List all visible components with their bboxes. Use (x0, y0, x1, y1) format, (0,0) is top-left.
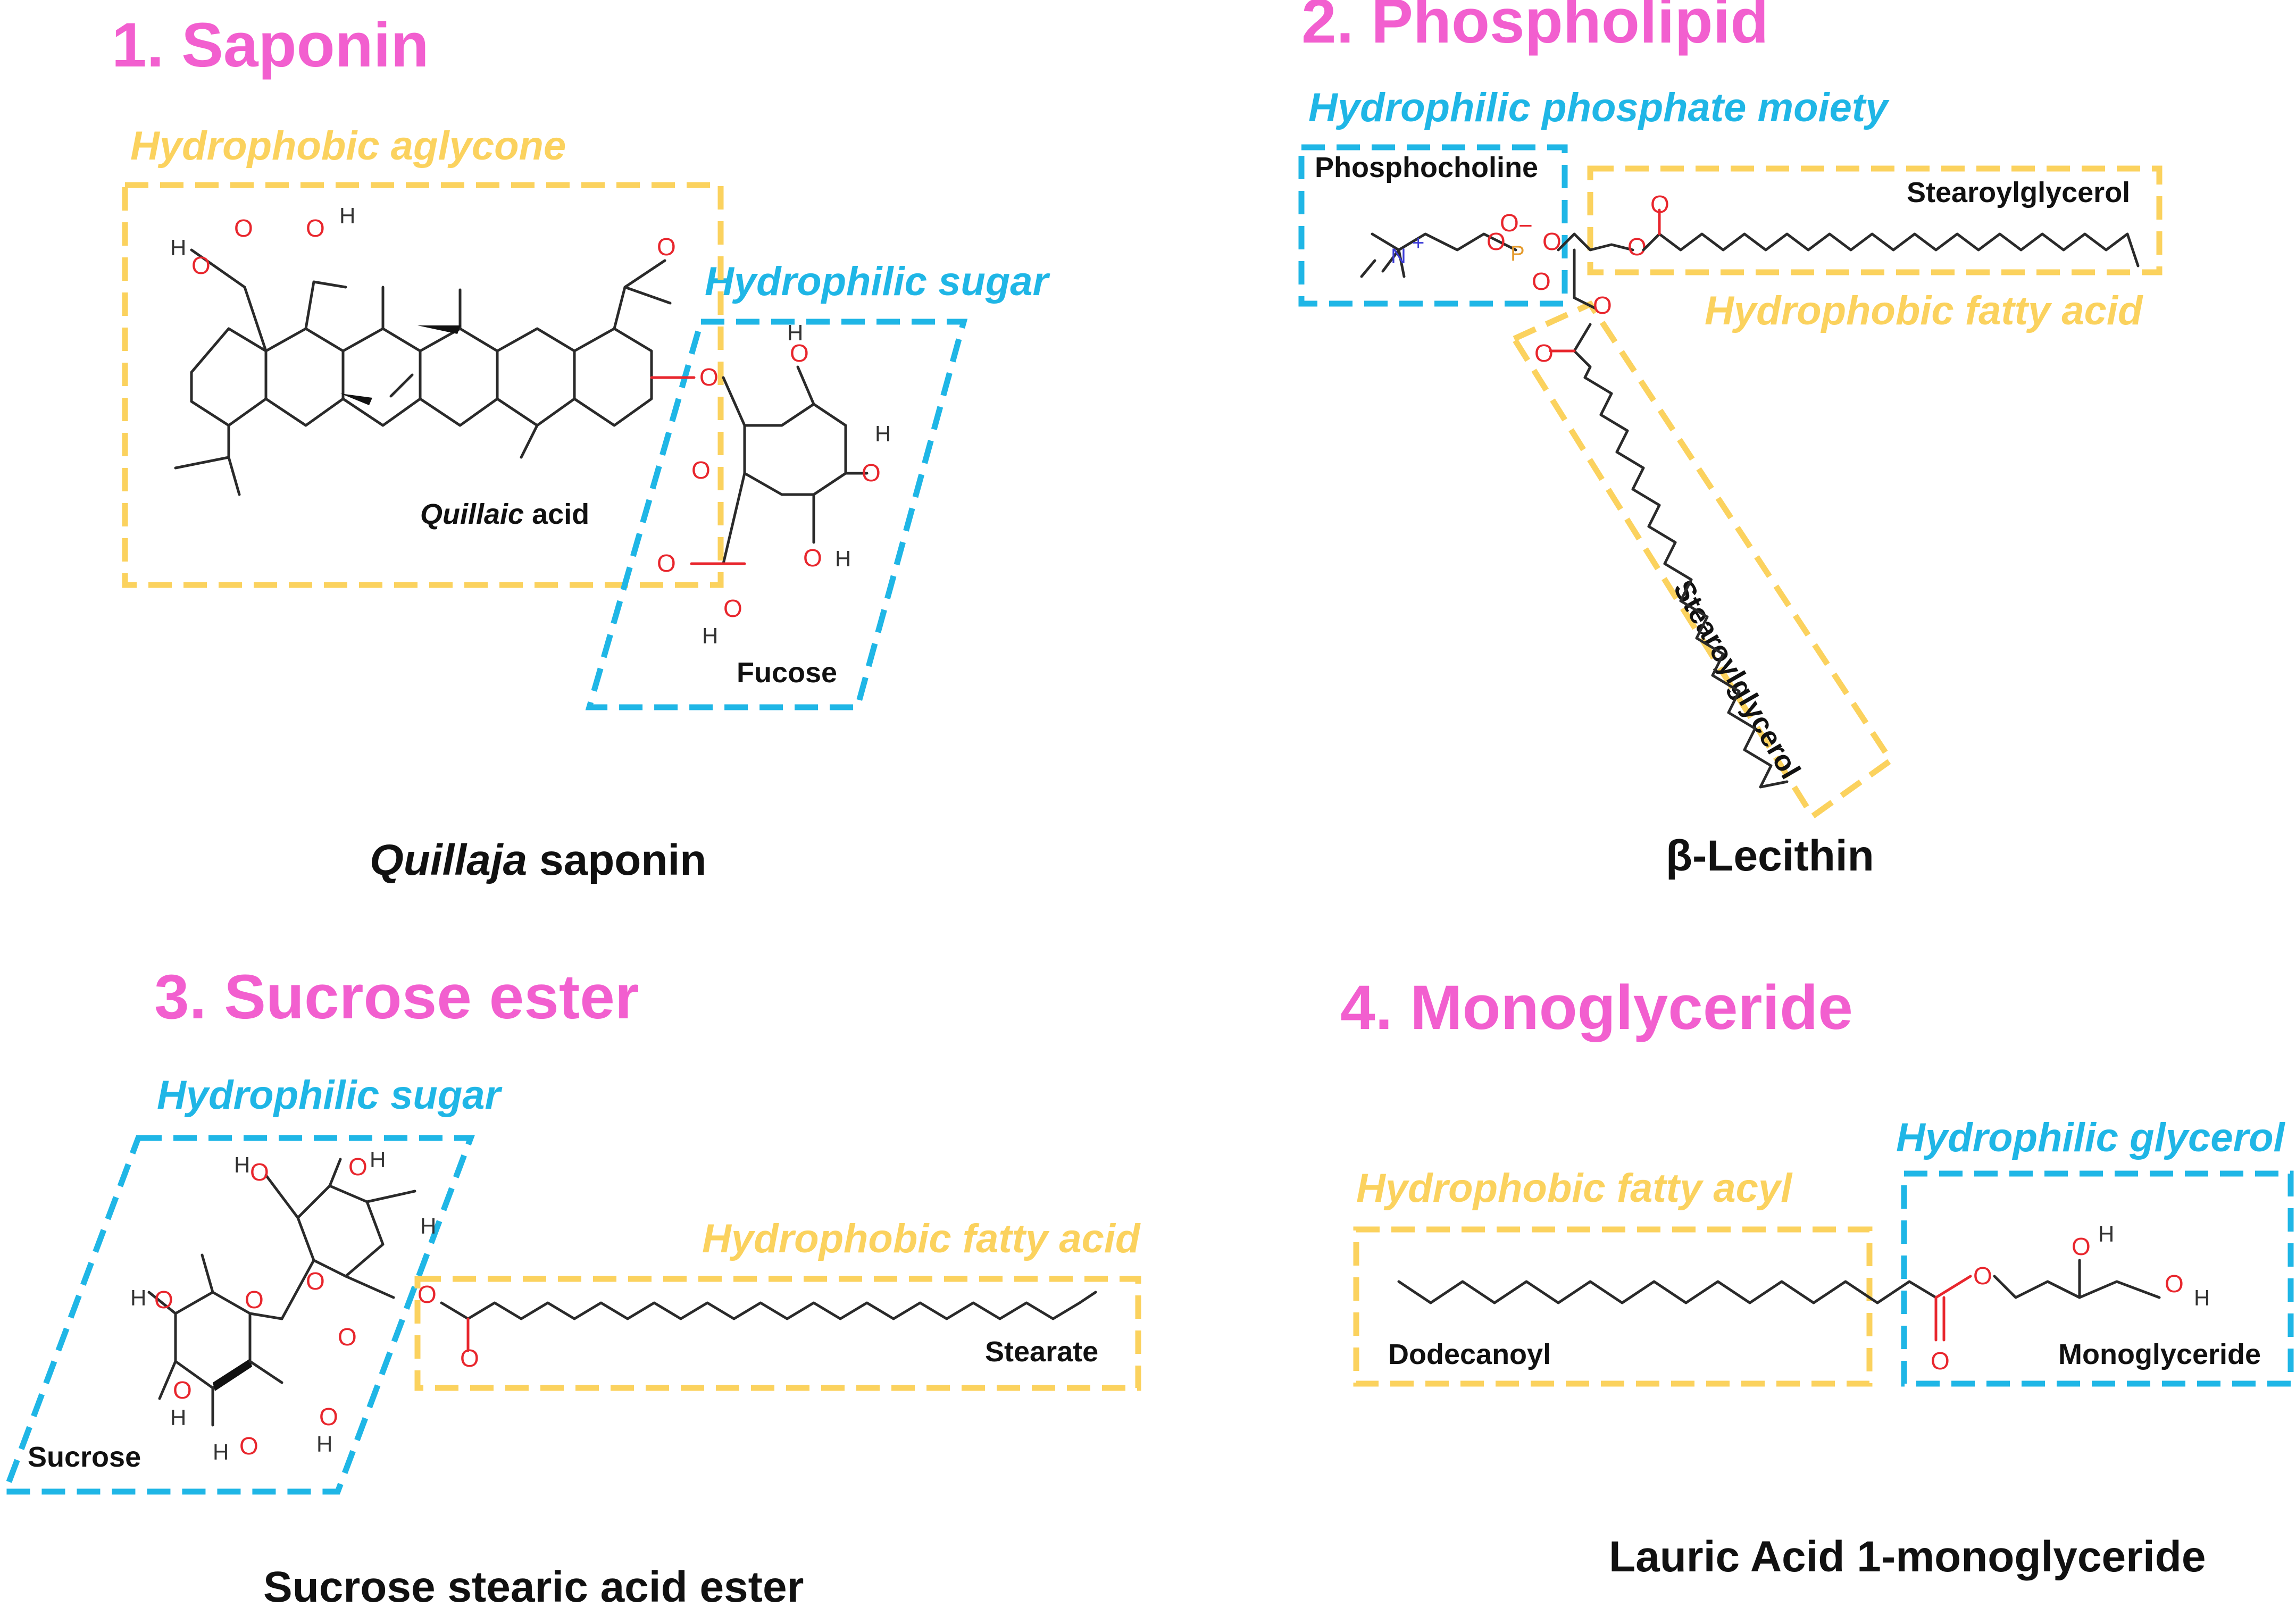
saponin-sugar-name: Fucose (737, 657, 837, 689)
monoglyceride-heading: 4. Monoglyceride (1340, 973, 1853, 1043)
phospholipid-chain1-box (1587, 165, 2163, 275)
svg-text:O: O (790, 339, 809, 367)
monoglyceride-hydrophilic-label: Hydrophilic glycerol (1896, 1115, 2285, 1160)
svg-text:O: O (699, 363, 719, 391)
monoglyceride-head-name: Monoglyceride (2058, 1338, 2261, 1370)
svg-text:H: H (835, 546, 851, 571)
fucose-structure: O O O H O H O H O O H (657, 320, 891, 648)
svg-text:H: H (213, 1439, 229, 1464)
svg-text:O: O (154, 1286, 173, 1313)
phospholipid-hydrophilic-label: Hydrophilic phosphate moiety (1308, 85, 1890, 130)
svg-text:O: O (460, 1344, 479, 1372)
sucrose-ester-chain-name: Stearate (985, 1336, 1098, 1368)
saponin-heading: 1. Saponin (112, 10, 429, 80)
sucrose-ester-hydrophilic-label: Hydrophilic sugar (157, 1073, 503, 1118)
svg-text:O: O (1973, 1262, 1992, 1290)
svg-text:O: O (657, 549, 676, 577)
svg-text:H: H (170, 1405, 186, 1430)
svg-text:H: H (316, 1432, 332, 1457)
monoglyceride-chain-box (1353, 1226, 1873, 1387)
sucrose-structure: O H O H H O O O O H O H O H O H (130, 1147, 436, 1464)
svg-text:O: O (1534, 339, 1554, 367)
svg-text:O: O (1931, 1347, 1950, 1375)
svg-text:H: H (2098, 1221, 2114, 1246)
svg-text:+: + (1412, 231, 1424, 255)
svg-text:O: O (1500, 209, 1519, 237)
svg-text:O: O (2072, 1233, 2091, 1260)
monoglyceride-chain-name: Dodecanoyl (1388, 1338, 1551, 1370)
svg-text:H: H (234, 1152, 250, 1177)
svg-text:H: H (2194, 1285, 2210, 1310)
svg-text:N: N (1391, 245, 1406, 268)
panel-monoglyceride: 4. Monoglyceride Hydrophobic fatty acyl … (1340, 973, 2294, 1581)
svg-text:O: O (1487, 228, 1506, 255)
svg-text:O: O (657, 233, 676, 261)
sucrose-ester-sugar-box (1, 1135, 475, 1495)
svg-text:H: H (702, 623, 718, 648)
svg-text:O: O (191, 252, 211, 279)
svg-text:O: O (2165, 1270, 2184, 1298)
svg-text:H: H (130, 1285, 146, 1310)
svg-text:O: O (338, 1323, 357, 1351)
svg-text:O: O (306, 214, 325, 242)
sucrose-ester-heading: 3. Sucrose ester (154, 962, 639, 1032)
svg-text:P: P (1510, 242, 1525, 265)
saponin-aglycone-name: Quillaic acid (420, 498, 589, 530)
saponin-sugar-box (585, 319, 968, 710)
sucrose-ester-sugar-name: Sucrose (28, 1441, 141, 1473)
svg-text:O: O (803, 544, 822, 572)
panel-sucrose-ester: 3. Sucrose ester Hydrophilic sugar Hydro… (1, 962, 1141, 1607)
svg-text:O: O (1627, 233, 1647, 261)
svg-text:O: O (1593, 291, 1612, 319)
sucrose-ester-hydrophobic-label: Hydrophobic fatty acid (702, 1216, 1141, 1261)
svg-text:H: H (370, 1147, 386, 1172)
phospholipid-chain1-name: Stearoylglycerol (1907, 177, 2130, 208)
svg-text:H: H (339, 203, 355, 228)
svg-text:O: O (234, 214, 253, 242)
saponin-hydrophilic-label: Hydrophilic sugar (705, 259, 1051, 304)
saponin-hydrophobic-label: Hydrophobic aglycone (130, 123, 566, 169)
svg-text:O: O (1532, 267, 1551, 295)
svg-text:O: O (245, 1286, 264, 1313)
svg-text:−: − (1518, 212, 1533, 239)
svg-text:O: O (691, 456, 711, 484)
svg-text:O: O (418, 1280, 437, 1308)
svg-text:O: O (239, 1432, 258, 1460)
svg-text:H: H (420, 1213, 436, 1238)
sucrose-ester-caption: Sucrose stearic acid ester (263, 1563, 804, 1607)
svg-text:O: O (348, 1153, 368, 1181)
svg-text:O: O (723, 595, 742, 622)
monoglyceride-head-box (1901, 1170, 2294, 1387)
panel-phospholipid: 2. Phospholipid Hydrophilic phosphate mo… (1298, 0, 2163, 880)
panel-saponin: 1. Saponin Hydrophobic aglycone Hydrophi… (112, 10, 1051, 884)
phospholipid-heading: 2. Phospholipid (1301, 0, 1768, 56)
phospholipid-head-name: Phosphocholine (1315, 152, 1538, 183)
svg-text:O: O (1650, 190, 1669, 218)
svg-text:H: H (787, 320, 803, 345)
monoglyceride-structure: O O O H O H (1397, 1221, 2210, 1375)
phospholipid-caption: β-Lecithin (1666, 832, 1874, 880)
monoglyceride-caption: Lauric Acid 1-monoglyceride (1609, 1533, 2206, 1581)
svg-text:O: O (319, 1403, 338, 1430)
stearate-chain: O O (418, 1280, 1097, 1372)
saponin-caption: Quillaja saponin (370, 836, 706, 884)
phospholipid-hydrophobic-label: Hydrophobic fatty acid (1705, 288, 2143, 333)
lecithin-structure: N + P O O − O O O O O O (1360, 190, 2140, 789)
monoglyceride-hydrophobic-label: Hydrophobic fatty acyl (1356, 1166, 1793, 1211)
svg-text:O: O (306, 1267, 325, 1295)
saponin-aglycone-box (122, 182, 724, 588)
svg-text:O: O (250, 1158, 269, 1186)
phospholipid-chain2-box (1510, 300, 1895, 821)
svg-text:O: O (173, 1376, 192, 1404)
quillaic-acid-structure: O O H O H O (170, 203, 696, 496)
sucrose-ester-chain-box (414, 1276, 1141, 1391)
svg-text:H: H (170, 235, 186, 260)
svg-text:O: O (862, 459, 881, 487)
svg-text:H: H (875, 421, 891, 446)
